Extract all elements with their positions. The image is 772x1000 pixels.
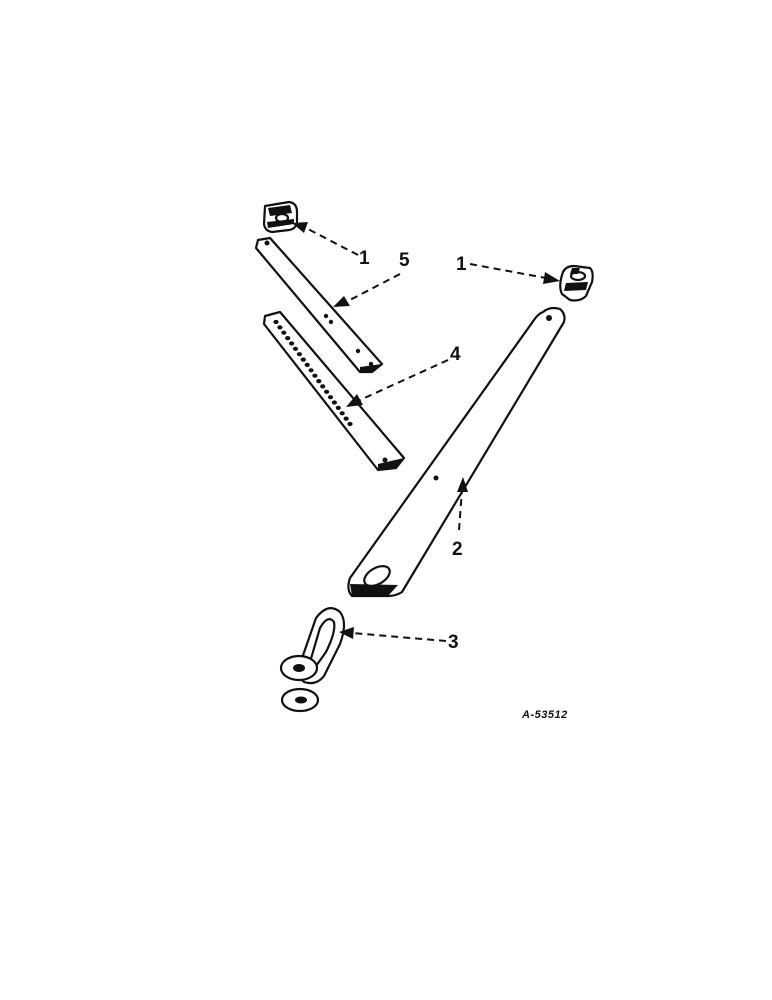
leader-drawbar	[457, 477, 468, 531]
adjusting-hole	[281, 330, 287, 335]
shackle-part	[279, 607, 346, 713]
adjusting-hole	[273, 319, 279, 325]
adjusting-hole	[300, 357, 306, 362]
drawbar-part	[347, 306, 566, 598]
callout-clevis-right: 1	[456, 254, 467, 275]
adjusting-hole	[292, 346, 299, 351]
drawing-id-label: A-53512	[521, 709, 568, 721]
adjusting-hole	[324, 389, 330, 394]
leader-shackle	[339, 627, 447, 642]
leader-adjusting-bar	[346, 359, 449, 407]
adjusting-hole	[320, 384, 326, 389]
adjusting-hole	[335, 405, 341, 410]
adjusting-hole	[347, 421, 353, 427]
short-bar-part	[254, 236, 384, 374]
adjusting-hole	[285, 336, 291, 341]
adjusting-hole	[277, 325, 283, 330]
adjusting-hole	[296, 352, 302, 357]
leader-short-bar	[333, 273, 401, 307]
leader-clevis-left	[292, 222, 359, 256]
adjusting-bar-part	[262, 310, 406, 472]
callout-drawbar: 2	[452, 539, 463, 560]
clevis-right-part	[559, 264, 594, 302]
leader-clevis-right	[469, 263, 560, 284]
clevis-left-part	[262, 200, 299, 234]
adjusting-hole	[331, 400, 337, 405]
adjusting-hole	[316, 379, 322, 384]
adjusting-bar-holes	[273, 319, 353, 427]
callout-clevis-left: 1	[359, 248, 370, 269]
adjusting-hole	[308, 368, 314, 373]
adjusting-hole	[343, 416, 349, 421]
adjusting-hole	[312, 373, 318, 378]
callout-shackle: 3	[448, 632, 459, 653]
adjusting-hole	[304, 362, 310, 367]
adjusting-hole	[289, 341, 295, 346]
callout-short-bar: 5	[399, 250, 410, 271]
adjusting-hole	[327, 395, 334, 400]
callout-adjusting-bar: 4	[450, 344, 461, 365]
adjusting-hole	[339, 411, 345, 416]
